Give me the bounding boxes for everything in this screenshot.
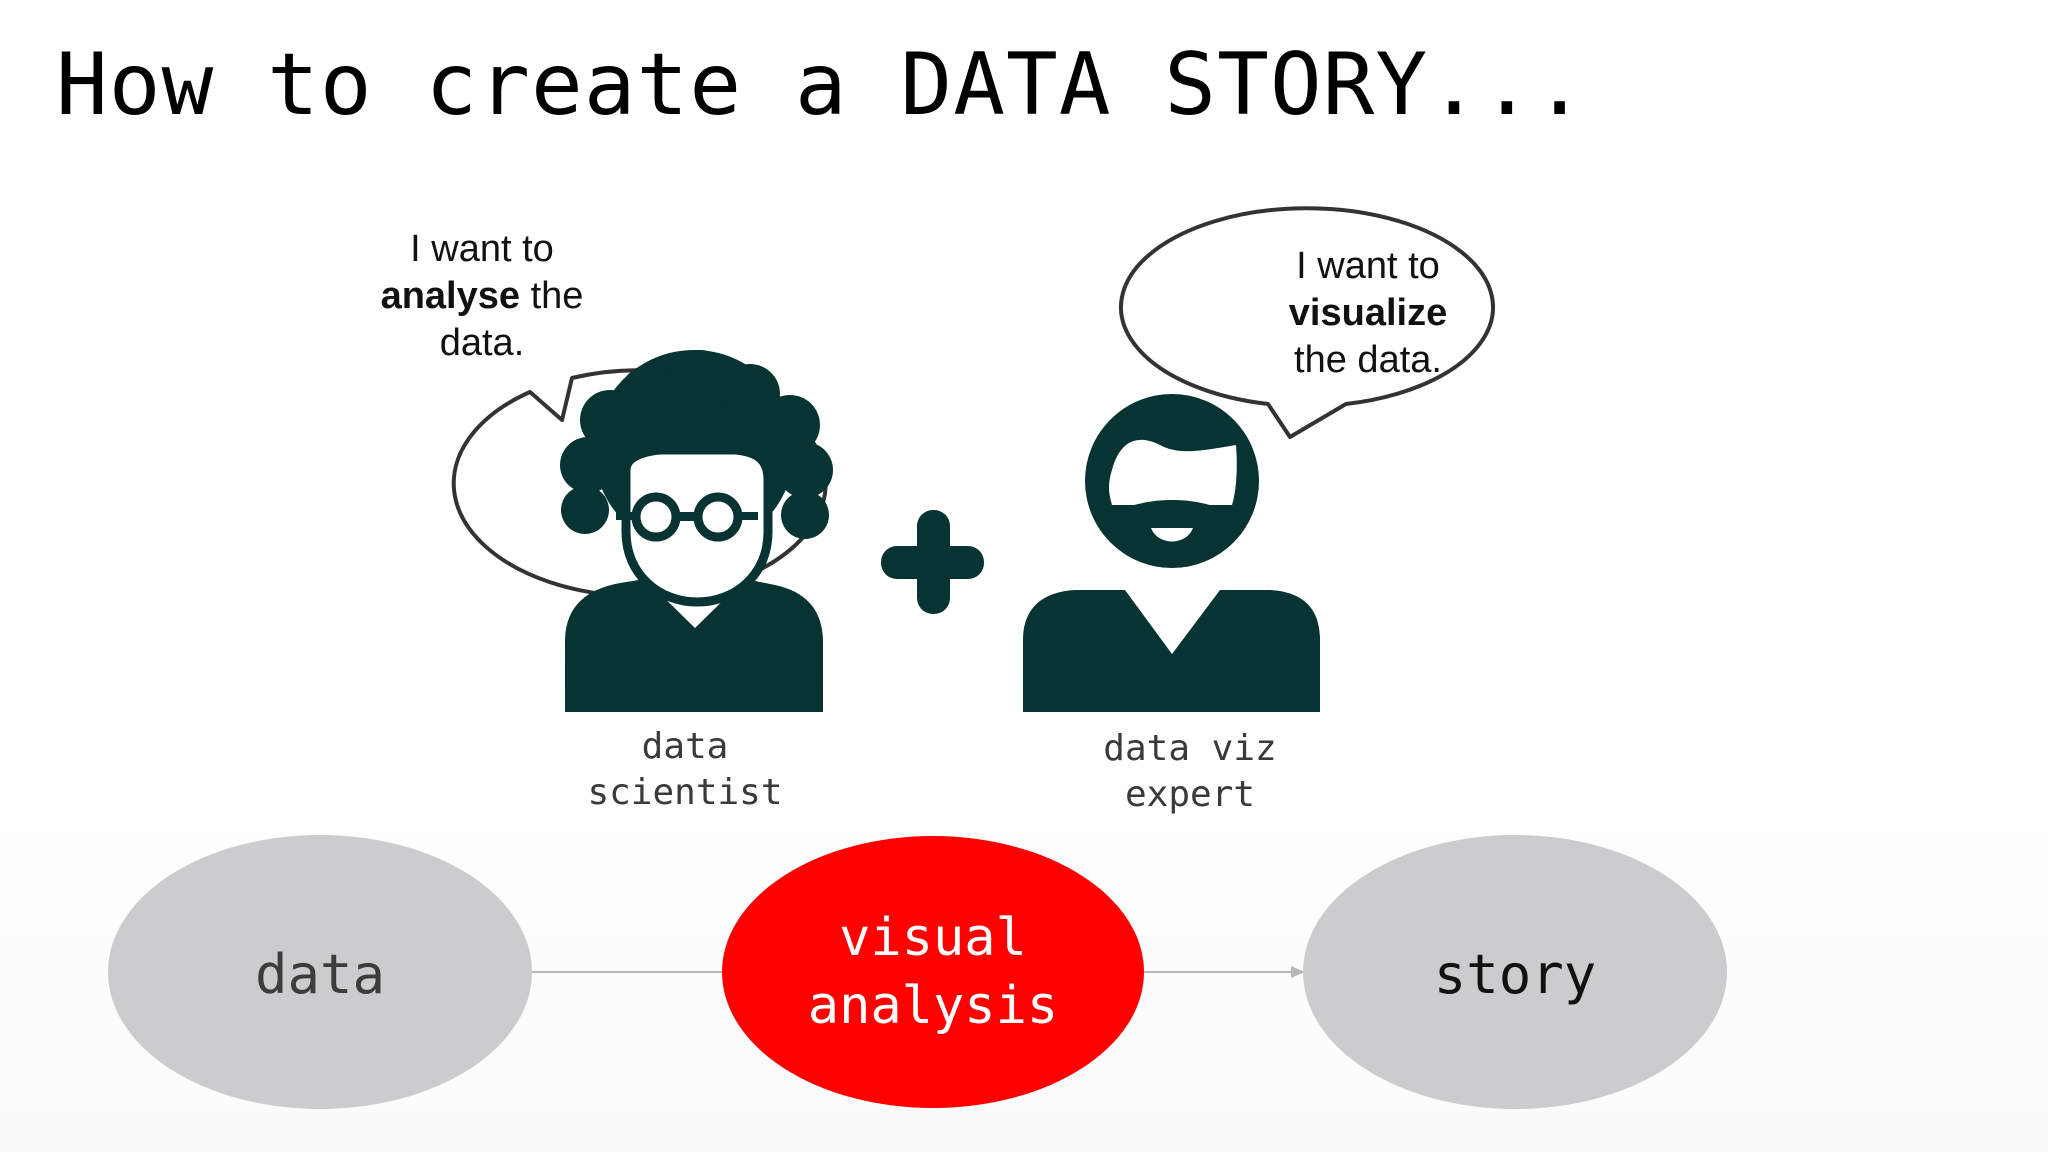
- bubble-text-viz-expert: I want to visualize the data.: [1218, 243, 1518, 384]
- label-data-viz-expert: data viz expert: [1050, 726, 1330, 818]
- speech-bubble-right: [1119, 206, 1495, 439]
- node-label-story: story: [1433, 943, 1597, 1006]
- bubble-line: analyse the: [332, 273, 632, 320]
- node-label-line: analysis: [807, 976, 1059, 1036]
- plus-icon: [881, 510, 984, 614]
- label-line: expert: [1124, 774, 1256, 815]
- bubble-line: the data.: [1294, 339, 1442, 381]
- bearded-person-icon: [1023, 394, 1320, 712]
- bubble-rest: the: [520, 275, 584, 317]
- slide-title: How to create a DATA STORY...: [56, 35, 1587, 135]
- bubble-line: visualize: [1218, 290, 1518, 337]
- bubble-text-scientist: I want to analyse the data.: [332, 226, 632, 367]
- label-data-scientist: data scientist: [545, 724, 825, 816]
- arrowhead-icon: [1291, 966, 1305, 978]
- node-label-visual-analysis: visual analysis: [733, 904, 1133, 1040]
- scientist-with-glasses-icon: [560, 350, 833, 712]
- node-label-line: visual: [839, 908, 1027, 968]
- bubble-line: I want to: [410, 228, 554, 270]
- node-visual-analysis: [722, 836, 1144, 1108]
- bubble-emphasis: visualize: [1288, 292, 1448, 334]
- node-story: [1303, 835, 1727, 1109]
- bubble-emphasis: analyse: [380, 275, 521, 317]
- bubble-line: data.: [439, 322, 525, 364]
- node-label-data: data: [254, 943, 386, 1006]
- bubble-line: I want to: [1296, 245, 1440, 287]
- node-data: [108, 835, 532, 1109]
- label-line: scientist: [587, 772, 783, 813]
- label-line: data: [641, 726, 729, 767]
- label-line: data viz: [1103, 728, 1277, 769]
